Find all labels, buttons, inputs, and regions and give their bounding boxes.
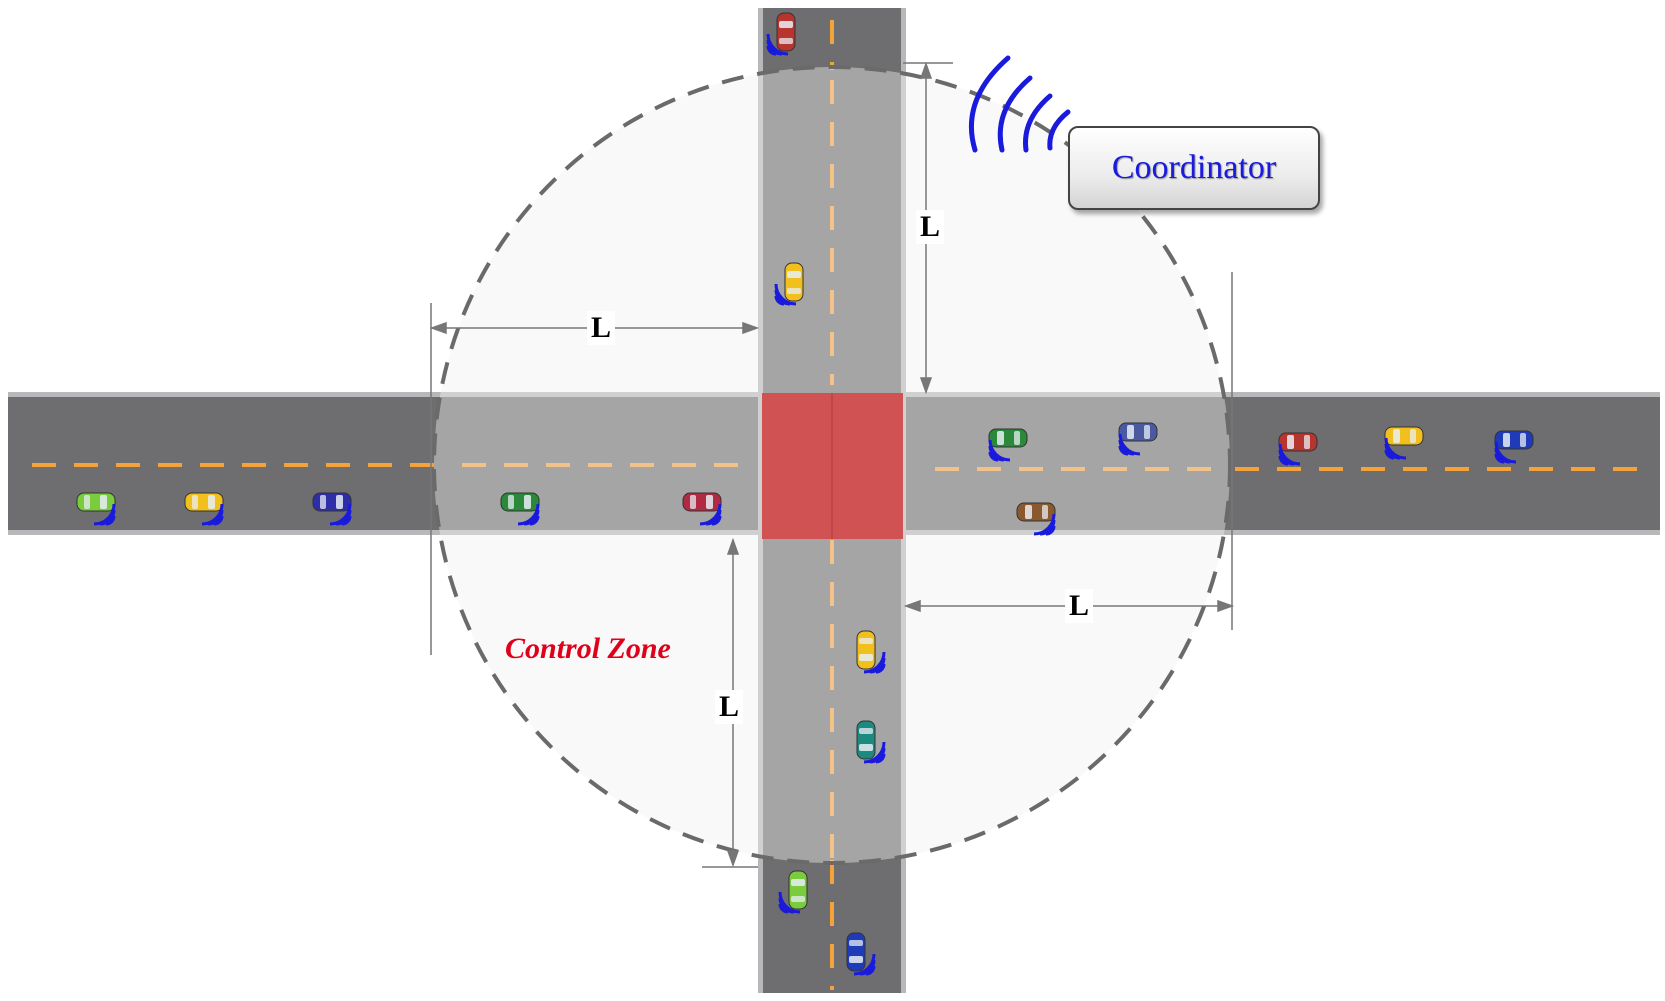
vehicle-north-1 — [776, 12, 796, 52]
vehicle-signal-icon — [517, 503, 540, 526]
dimension-label-left: L — [587, 311, 616, 345]
vehicle-signal-icon — [329, 503, 352, 526]
vehicle-signal-icon — [1278, 443, 1301, 466]
vehicle-south-1 — [856, 630, 876, 670]
vehicle-signal-icon — [1118, 433, 1141, 456]
vehicle-signal-icon — [1384, 437, 1407, 460]
vehicle-south-3 — [788, 870, 808, 910]
vehicle-signal-icon — [774, 283, 797, 306]
dimension-label-bottom: L — [715, 690, 744, 724]
vehicle-west-2 — [184, 492, 224, 512]
vehicle-south-2 — [856, 720, 876, 760]
vehicle-signal-icon — [699, 503, 722, 526]
vehicle-signal-icon — [853, 953, 876, 976]
dimension-label-top: L — [916, 210, 945, 244]
vehicle-signal-icon — [863, 741, 886, 764]
vehicle-east-1 — [988, 428, 1028, 448]
vehicle-north-2 — [784, 262, 804, 302]
vehicle-east-4 — [1278, 432, 1318, 452]
coordinator-box: Coordinator — [1068, 126, 1320, 210]
vehicle-east-2 — [1118, 422, 1158, 442]
vehicle-signal-icon — [93, 503, 116, 526]
vehicle-west-5 — [682, 492, 722, 512]
dimension-label-right: L — [1065, 589, 1094, 623]
vehicle-signal-icon — [988, 439, 1011, 462]
vehicle-east-3 — [1016, 502, 1056, 522]
vehicle-west-1 — [76, 492, 116, 512]
vehicle-signal-icon — [201, 503, 224, 526]
vehicle-east-6 — [1494, 430, 1534, 450]
vehicle-west-3 — [312, 492, 352, 512]
vehicle-east-5 — [1384, 426, 1424, 446]
vehicle-west-4 — [500, 492, 540, 512]
vehicle-layer — [76, 12, 1534, 976]
vehicle-signal-icon — [778, 891, 801, 914]
vehicle-signal-icon — [1033, 513, 1056, 536]
coordinator-signal-icon — [969, 55, 1071, 153]
vehicle-signal-icon — [863, 651, 886, 674]
control-zone-label: Control Zone — [505, 632, 671, 665]
vehicle-signal-icon — [766, 33, 789, 56]
vehicle-signal-icon — [1494, 441, 1517, 464]
coordinator-label: Coordinator — [1111, 149, 1277, 186]
vehicle-south-4 — [846, 932, 866, 972]
